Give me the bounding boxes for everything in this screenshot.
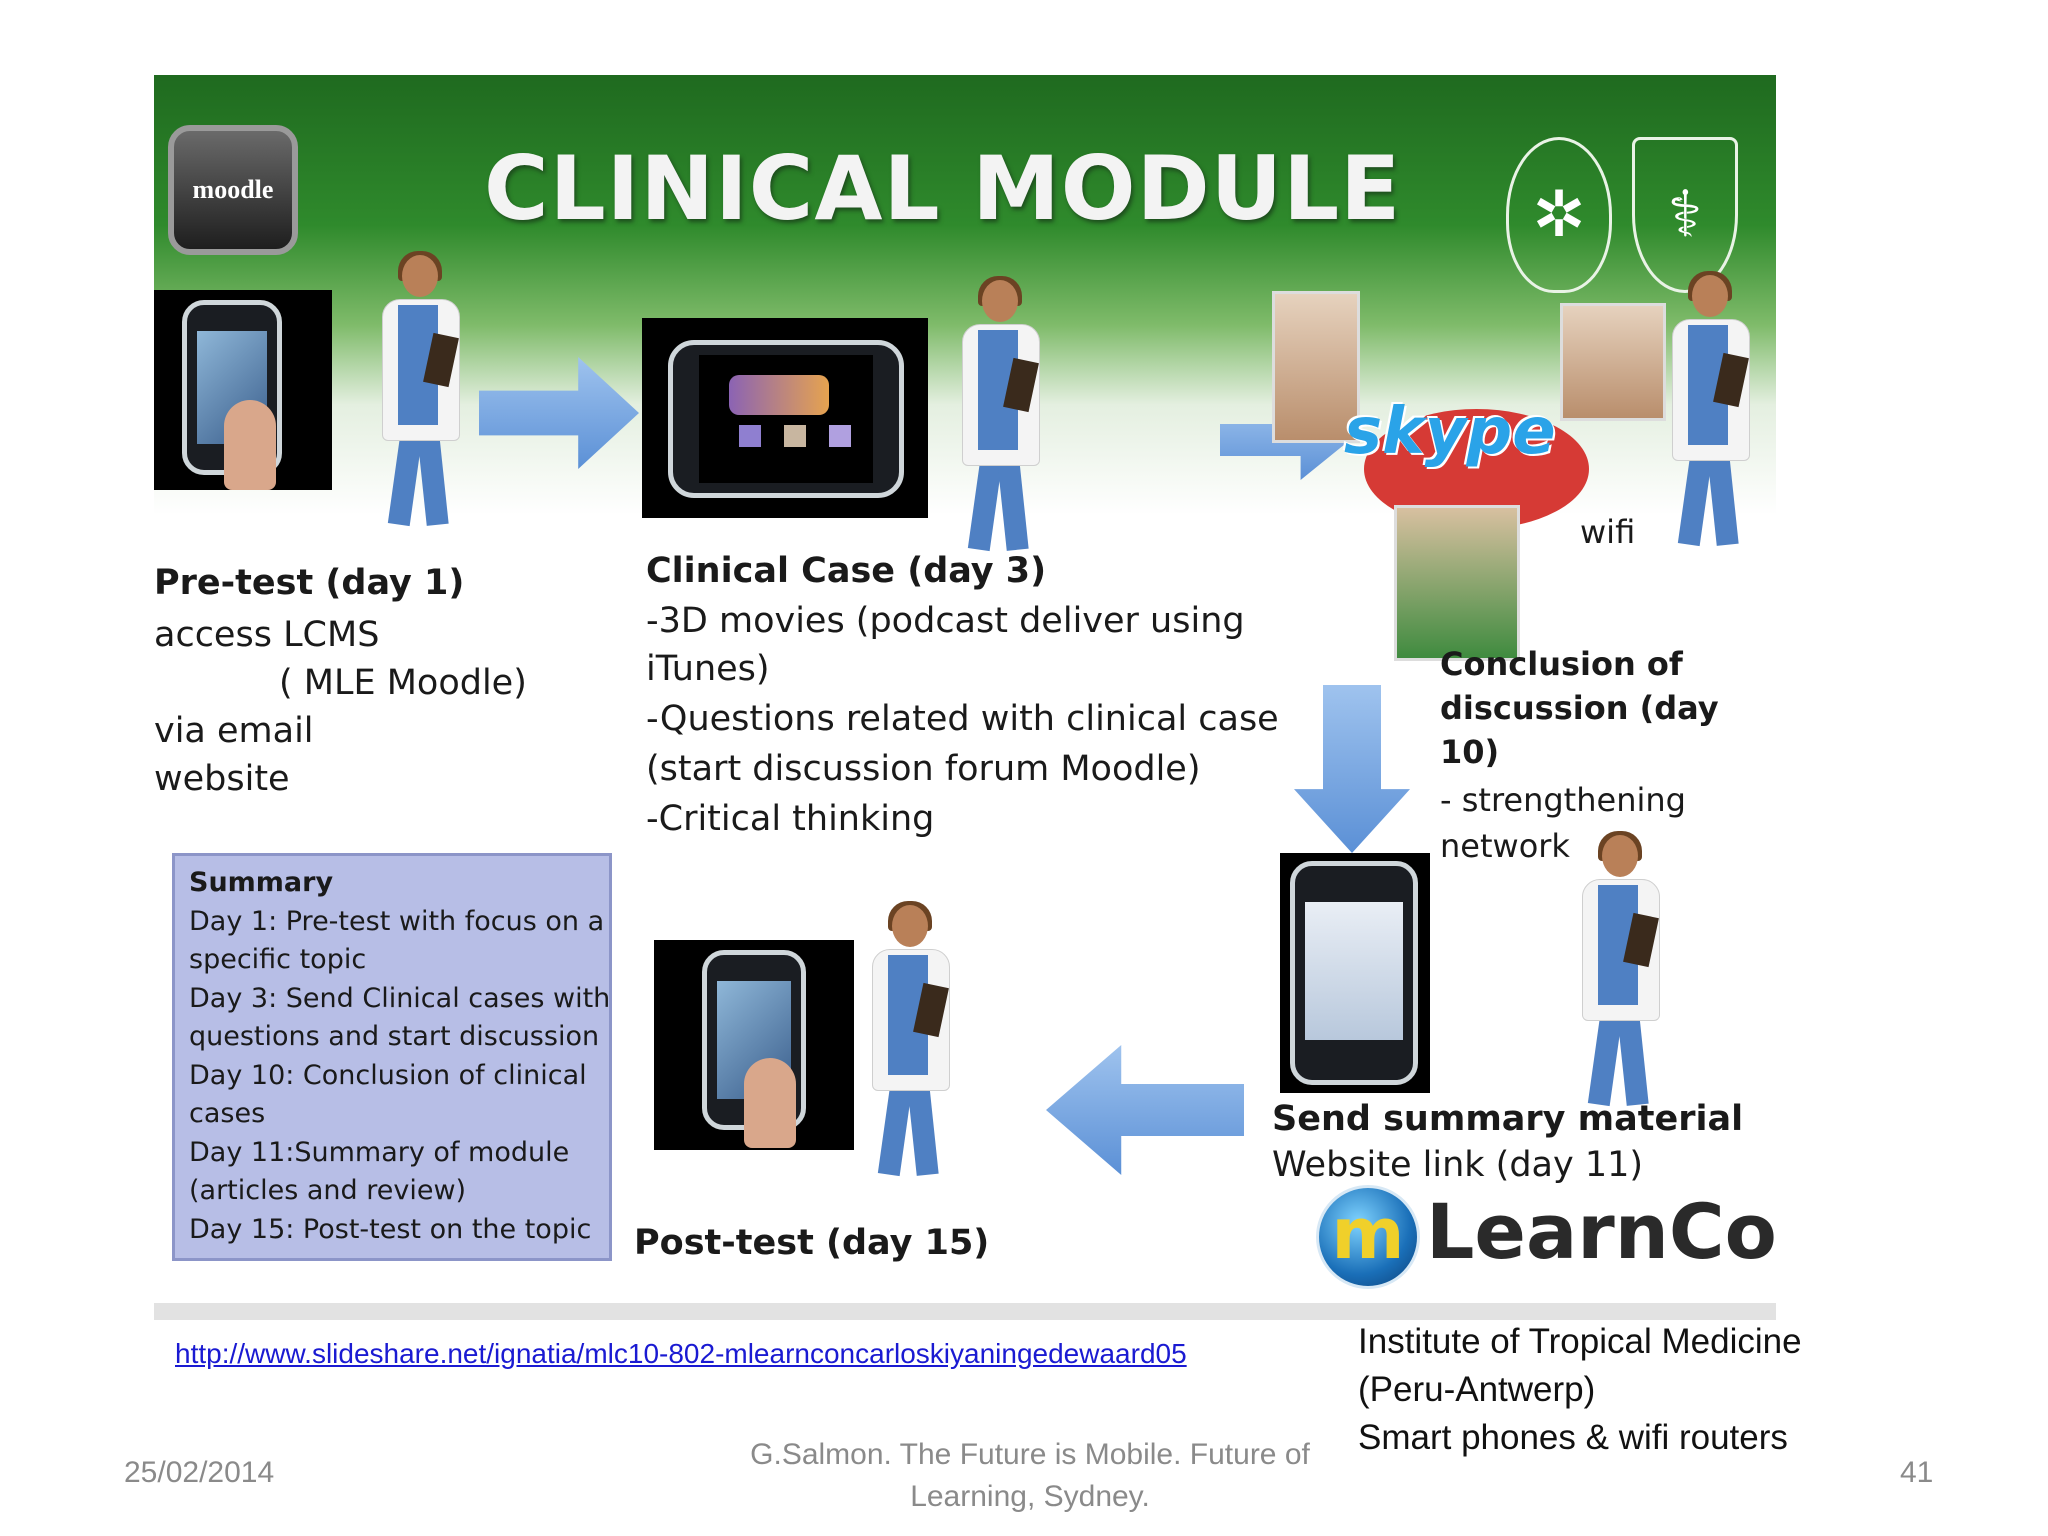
send-summary-line: Website link (day 11) (1272, 1145, 1644, 1185)
summary-line: Day 11:Summary of module (189, 1136, 570, 1168)
phone-icon (1290, 861, 1418, 1085)
mlearncon-text: LearnCon (1426, 1187, 1776, 1276)
shield-emblem-icon: ⚕ (1632, 137, 1738, 293)
pretest-line: via email (154, 711, 314, 751)
source-link[interactable]: http://www.slideshare.net/ignatia/mlc10-… (175, 1338, 1187, 1369)
summary-box: Summary Day 1: Pre-test with focus on a … (172, 853, 612, 1261)
conclusion-heading: Conclusion of (1440, 645, 1683, 683)
summary-line: Day 3: Send Clinical cases with (189, 982, 611, 1014)
left-arrow-icon (1046, 1045, 1244, 1175)
note-line: (Peru-Antwerp) (1358, 1370, 1596, 1409)
summary-line: Day 15: Post-test on the topic (189, 1213, 592, 1245)
doctor-figure (854, 901, 964, 1195)
clinical-case-phone-photo (642, 318, 928, 518)
summary-line: specific topic (189, 944, 367, 975)
phone-landscape-icon (668, 340, 904, 498)
moodle-logo-text: moodle (192, 175, 274, 204)
slide-embedded-image: moodle CLINICAL MODULE ✲ ⚕ skype wifi (154, 75, 1776, 1320)
skype-logo: skype (1344, 395, 1556, 469)
pretest-line: ( MLE Moodle) (279, 663, 527, 703)
moodle-logo: moodle (168, 125, 298, 255)
wifi-label: wifi (1580, 513, 1636, 551)
conclusion-heading: 10) (1440, 733, 1500, 771)
doctor-figure (1654, 271, 1764, 565)
down-arrow-icon (1294, 685, 1410, 853)
pretest-heading: Pre-test (day 1) (154, 563, 465, 603)
summary-line: Day 1: Pre-test with focus on a (189, 905, 605, 937)
finger-icon (224, 400, 276, 490)
clinical-case-line: -Critical thinking (646, 799, 935, 839)
conclusion-detail: - strengthening (1440, 781, 1686, 819)
player-strip (154, 1303, 1776, 1320)
clinical-case-line: -Questions related with clinical case (646, 699, 1279, 739)
clinical-case-line: (start discussion forum Moodle) (646, 749, 1201, 789)
person-photo (1560, 303, 1666, 421)
page-number: 41 (1900, 1456, 1934, 1489)
institute-note: Institute of Tropical Medicine (Peru-Ant… (1358, 1318, 1802, 1462)
send-summary-phone-photo (1280, 853, 1430, 1093)
send-summary-heading: Send summary material (1272, 1099, 1744, 1139)
summary-line: Day 10: Conclusion of clinical (189, 1059, 587, 1091)
posttest-phone-photo (654, 940, 854, 1150)
pretest-phone-photo (154, 290, 332, 490)
pretest-line: website (154, 759, 290, 799)
person-photo (1394, 505, 1520, 661)
summary-heading: Summary (189, 867, 334, 898)
clinical-case-line: -3D movies (podcast deliver using (646, 601, 1245, 641)
slide-credit: G.Salmon. The Future is Mobile. Future o… (720, 1434, 1340, 1518)
slide-date: 25/02/2014 (124, 1456, 275, 1489)
summary-line: cases (189, 1098, 266, 1129)
credit-line: Learning, Sydney. (910, 1480, 1150, 1513)
clinical-case-line: iTunes) (646, 649, 770, 689)
finger-icon (744, 1058, 796, 1148)
conclusion-heading: discussion (day (1440, 689, 1719, 727)
posttest-heading: Post-test (day 15) (634, 1223, 990, 1263)
person-photo (1272, 291, 1360, 443)
pretest-line: access LCMS (154, 615, 380, 655)
note-line: Institute of Tropical Medicine (1358, 1322, 1802, 1361)
clinical-case-heading: Clinical Case (day 3) (646, 551, 1047, 591)
doctor-figure (364, 251, 474, 545)
credit-line: G.Salmon. The Future is Mobile. Future o… (750, 1438, 1310, 1471)
doctor-figure (944, 276, 1054, 570)
right-arrow-icon (479, 357, 639, 469)
mlearncon-logo: mLearnCon (1316, 1185, 1776, 1295)
slide-image-title: CLINICAL MODULE (484, 137, 1402, 240)
conclusion-detail: network (1440, 827, 1570, 865)
globe-icon: m (1316, 1185, 1420, 1289)
summary-line: (articles and review) (189, 1175, 467, 1206)
summary-line: questions and start discussion (189, 1021, 600, 1052)
palm-tree-emblem-icon: ✲ (1506, 137, 1612, 293)
doctor-figure (1564, 831, 1674, 1125)
note-line: Smart phones & wifi routers (1358, 1418, 1788, 1457)
